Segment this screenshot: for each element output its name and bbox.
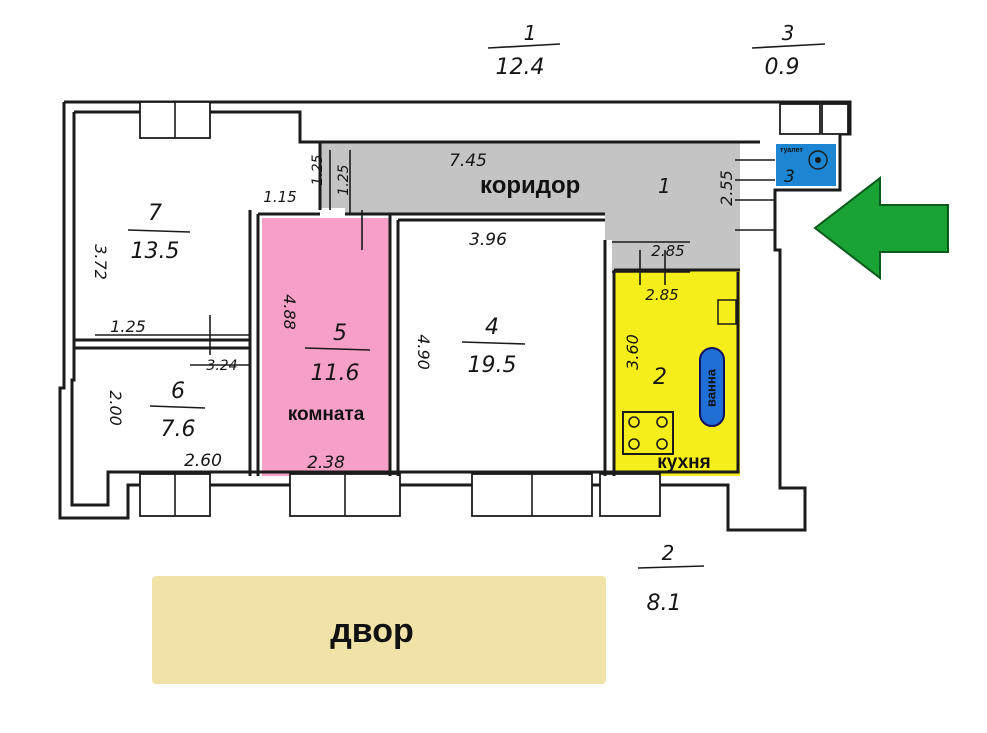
room-1-number-plan: 1 [658, 174, 671, 198]
kitchen-label: кухня [657, 452, 710, 473]
dim-3-24: 3.24 [206, 358, 237, 374]
dim-2-38: 2.38 [307, 453, 345, 473]
inner-face-wall [70, 112, 740, 507]
room-1-area: 12.4 [496, 55, 545, 80]
south-window-4 [599, 473, 661, 517]
entrance-arrow-icon [813, 175, 949, 281]
dim-4-88: 4.88 [280, 294, 299, 330]
room-5-area: 11.6 [311, 361, 360, 386]
room-2-number-plan: 2 [653, 365, 667, 390]
dim-1-25: 1.25 [110, 317, 146, 336]
outer-wall-west [58, 102, 620, 520]
room-4-area: 19.5 [468, 353, 517, 378]
room-5-label: комната [288, 404, 365, 425]
dim-2-60: 2.60 [184, 451, 222, 471]
room-3-number: 3 [784, 167, 795, 187]
dim-3-72: 3.72 [91, 244, 110, 280]
courtyard-box [152, 576, 606, 684]
wall-kitchen-west [603, 240, 616, 476]
dim-3-96: 3.96 [469, 230, 507, 250]
corridor-fill [320, 142, 740, 270]
room-7-area: 13.5 [131, 239, 180, 264]
room-7-number: 7 [148, 201, 162, 226]
bathtub-icon [699, 347, 725, 427]
north-window-3 [821, 103, 849, 135]
wall-room4-west [388, 214, 400, 476]
room-5-number: 5 [333, 321, 347, 346]
dim-7-45: 7.45 [449, 151, 487, 171]
dim-2-85-upper: 2.85 [651, 242, 684, 260]
corridor-label: коридор [480, 172, 580, 199]
dim-1-25-b: 1.25 [336, 164, 352, 195]
bath-label: ванна [703, 368, 718, 407]
room-4-number: 4 [485, 315, 499, 340]
stove-icon [622, 411, 674, 455]
toilet-label: туалет [780, 147, 803, 154]
room-3-number-top: 3 [782, 21, 795, 45]
dimension-ticks [95, 150, 775, 366]
dim-2-85-lower: 2.85 [645, 286, 678, 304]
wall-corridor-south [345, 212, 605, 222]
toilet-bowl-icon [808, 150, 828, 170]
room-2-area: 8.1 [647, 591, 682, 616]
room-6-area: 7.6 [161, 417, 196, 442]
dim-1-15: 1.15 [263, 188, 296, 206]
dim-3-60: 3.60 [623, 334, 642, 370]
wall-room6-north [74, 338, 250, 350]
north-window-2 [779, 103, 821, 135]
courtyard-label: двор [330, 612, 414, 650]
room-5-fill [262, 218, 390, 476]
dim-2-55: 2.55 [717, 170, 736, 206]
kitchen-fixture-icon [717, 299, 737, 325]
dim-1-25-a: 1.25 [310, 154, 326, 185]
room-3-area: 0.9 [765, 55, 800, 80]
room-2-number: 2 [662, 541, 675, 565]
dim-2-00: 2.00 [106, 390, 125, 426]
room-1-number: 1 [524, 21, 537, 45]
dim-4-90: 4.90 [414, 334, 433, 370]
room-6-number: 6 [171, 379, 185, 404]
